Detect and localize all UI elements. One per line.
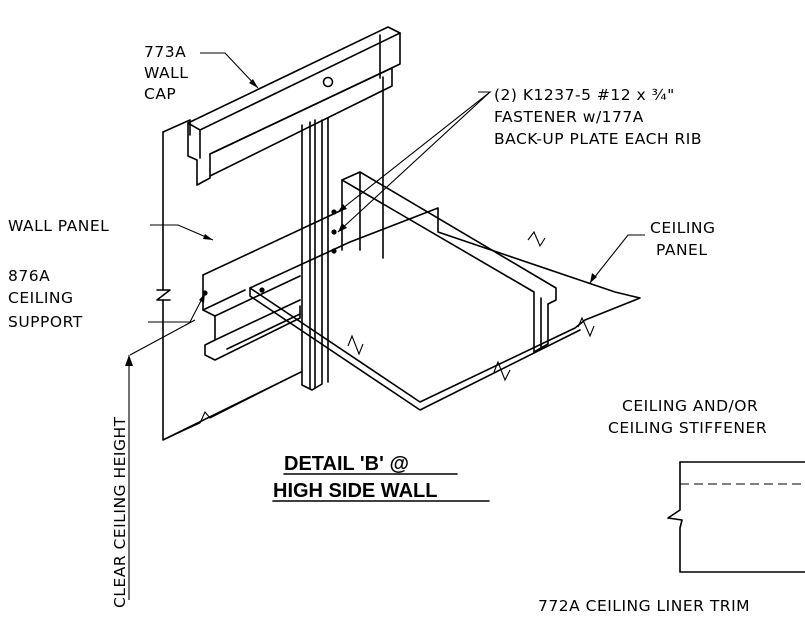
svg-text:CAP: CAP <box>144 85 176 103</box>
detail-title: DETAIL 'B' @ HIGH SIDE WALL <box>272 453 490 502</box>
svg-text:FASTENER w/177A: FASTENER w/177A <box>494 108 644 126</box>
svg-text:CEILING: CEILING <box>8 289 74 307</box>
label-ceiling-support: 876A CEILING SUPPORT <box>8 267 83 331</box>
svg-text:DETAIL 'B' @: DETAIL 'B' @ <box>284 453 409 475</box>
label-ceiling-stiffener: CEILING AND/OR CEILING STIFFENER <box>608 397 767 437</box>
ceiling-break-left <box>347 334 364 356</box>
wall-panel <box>156 76 384 441</box>
label-fastener: (2) K1237-5 #12 x ¾" FASTENER w/177A BAC… <box>494 86 702 148</box>
wall-bottom-break <box>162 371 302 441</box>
liner-trim-detail <box>667 461 805 573</box>
svg-text:CEILING STIFFENER: CEILING STIFFENER <box>608 419 767 437</box>
svg-text:BACK-UP PLATE EACH RIB: BACK-UP PLATE EACH RIB <box>494 130 702 148</box>
svg-text:773A: 773A <box>144 43 186 61</box>
label-ceiling-panel: CEILING PANEL <box>650 219 716 259</box>
svg-text:HIGH SIDE WALL: HIGH SIDE WALL <box>273 480 437 502</box>
cap-screw-icon <box>322 76 334 88</box>
label-wall-cap: 773A WALL CAP <box>144 43 188 103</box>
ceiling-support <box>202 209 343 361</box>
wall-rib <box>301 117 329 391</box>
svg-text:876A: 876A <box>8 267 50 285</box>
svg-text:PANEL: PANEL <box>656 241 707 259</box>
svg-text:CEILING: CEILING <box>650 219 716 237</box>
svg-text:WALL: WALL <box>144 64 188 82</box>
label-clear-ceiling-height: CLEAR CEILING HEIGHT <box>111 416 129 608</box>
ceiling-break-top <box>527 230 546 248</box>
ceiling-panel <box>249 207 641 411</box>
svg-text:CEILING AND/OR: CEILING AND/OR <box>622 397 758 415</box>
ceiling-break-right <box>577 316 595 338</box>
svg-text:SUPPORT: SUPPORT <box>8 313 83 331</box>
label-liner-trim: 772A CEILING LINER TRIM <box>538 597 750 615</box>
svg-text:(2) K1237-5 #12 x ¾": (2) K1237-5 #12 x ¾" <box>494 86 675 104</box>
ceiling-break-front <box>493 360 511 382</box>
wall-cap <box>187 26 401 186</box>
fastener-points <box>202 209 337 296</box>
wall-break-symbol <box>156 289 171 301</box>
label-wall-panel: WALL PANEL <box>8 217 109 235</box>
leader-lines <box>125 52 645 600</box>
